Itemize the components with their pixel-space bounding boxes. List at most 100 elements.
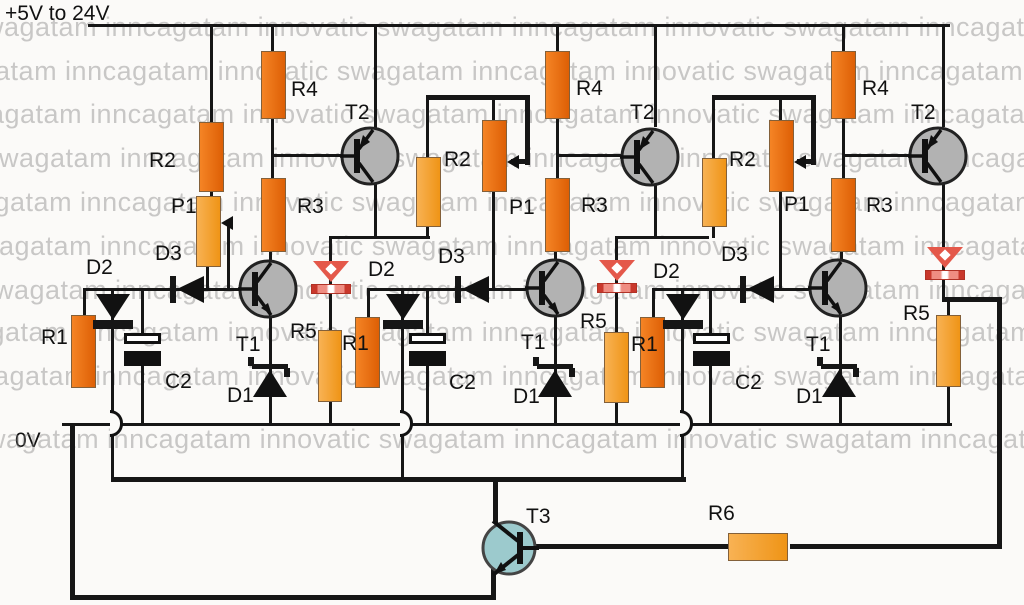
capacitor-C2-plate-bottom bbox=[693, 351, 730, 366]
resistor-R3-stage3 bbox=[831, 178, 856, 252]
wire bbox=[947, 298, 950, 317]
component-label: R4 bbox=[291, 78, 318, 101]
wire bbox=[615, 401, 618, 425]
capacitor-C2-plate-top bbox=[124, 333, 161, 344]
transistor-T2-stage1 bbox=[338, 124, 402, 188]
component-label: T1 bbox=[236, 333, 261, 356]
wire bbox=[329, 236, 430, 239]
wire bbox=[426, 290, 429, 335]
wire bbox=[556, 119, 559, 178]
component-label: P1 bbox=[784, 193, 810, 216]
wire bbox=[210, 190, 213, 198]
component-label: T1 bbox=[806, 333, 831, 356]
component-label: D1 bbox=[796, 385, 823, 408]
capacitor-C2-plate-top bbox=[409, 333, 446, 344]
component-label: D3 bbox=[155, 242, 182, 265]
wire bbox=[141, 290, 144, 335]
wire bbox=[942, 27, 945, 127]
wire bbox=[654, 184, 657, 238]
diode-D1-bar-tick bbox=[533, 357, 539, 366]
wire bbox=[62, 423, 952, 426]
wire bbox=[790, 544, 1000, 549]
component-label: R3 bbox=[866, 194, 893, 217]
component-label: D3 bbox=[721, 243, 748, 266]
component-label: R2 bbox=[149, 149, 176, 172]
wire bbox=[492, 95, 495, 122]
transistor-T2-stage3 bbox=[906, 124, 970, 188]
wire bbox=[511, 159, 527, 164]
transistor-T1-stage3 bbox=[806, 256, 870, 320]
resistor-R2-stage1 bbox=[199, 122, 224, 192]
diode-D3-icon bbox=[177, 276, 204, 303]
resistor-R1-stage2 bbox=[355, 317, 380, 388]
potentiometer-P1-stage2 bbox=[482, 120, 507, 192]
wire bbox=[840, 250, 843, 263]
wire bbox=[779, 95, 782, 122]
wire bbox=[269, 250, 272, 263]
component-label: R2 bbox=[729, 148, 756, 171]
wire bbox=[111, 288, 114, 412]
wire bbox=[554, 250, 557, 263]
led-bar bbox=[597, 283, 637, 293]
component-label: R5 bbox=[903, 302, 930, 325]
component-label: D1 bbox=[513, 385, 540, 408]
component-label: T2 bbox=[630, 101, 655, 124]
diode-D2-icon bbox=[96, 294, 130, 320]
component-label: T3 bbox=[526, 505, 551, 528]
capacitor-C2-plate-top bbox=[693, 333, 730, 344]
wire bbox=[712, 95, 715, 159]
component-label: R5 bbox=[580, 310, 607, 333]
potentiometer-P1-stage1 bbox=[196, 196, 221, 267]
resistor-R1-stage1 bbox=[71, 315, 96, 388]
pot-wiper-icon bbox=[794, 155, 806, 169]
wire bbox=[652, 288, 655, 319]
wire bbox=[111, 436, 114, 480]
component-label: R5 bbox=[290, 320, 317, 343]
resistor-R4-stage3 bbox=[831, 51, 856, 119]
diode-D1-bar-tick bbox=[569, 368, 575, 377]
wire bbox=[681, 436, 684, 480]
resistor-R3-stage2 bbox=[545, 178, 570, 252]
component-label: R2 bbox=[444, 148, 471, 171]
diode-D1-bar-tick bbox=[853, 368, 859, 377]
component-label: R3 bbox=[297, 195, 324, 218]
wire bbox=[709, 364, 712, 425]
component-label: R1 bbox=[631, 333, 658, 356]
wire bbox=[942, 184, 945, 300]
led-bar bbox=[311, 284, 351, 294]
wire bbox=[70, 595, 494, 600]
wire bbox=[525, 95, 530, 165]
wire bbox=[534, 544, 730, 549]
wire bbox=[329, 400, 332, 425]
wire bbox=[492, 190, 495, 290]
wire bbox=[652, 288, 813, 291]
wire bbox=[210, 27, 213, 122]
wire bbox=[615, 236, 709, 239]
wire bbox=[493, 477, 498, 523]
wire bbox=[271, 154, 342, 157]
transistor-T1-stage2 bbox=[523, 256, 587, 320]
diode-D2-bar bbox=[663, 320, 703, 329]
component-label: C2 bbox=[735, 371, 762, 394]
resistor-R5-stage3 bbox=[936, 315, 961, 387]
component-label: R1 bbox=[41, 326, 68, 349]
diode-D1-bar bbox=[537, 364, 573, 369]
wire bbox=[811, 95, 816, 165]
wire bbox=[779, 190, 782, 290]
diode-D1-bar-tick bbox=[817, 357, 823, 366]
wire bbox=[88, 24, 950, 27]
wire bbox=[681, 288, 684, 412]
component-label: D2 bbox=[86, 256, 113, 279]
led-bar bbox=[925, 270, 965, 280]
wire bbox=[374, 27, 377, 128]
ground-rail-label: 0V bbox=[15, 429, 41, 452]
wire bbox=[426, 364, 429, 425]
watermark-text: swagatam inncagatam innovatic swagatam i… bbox=[0, 12, 1024, 42]
transistor-T3 bbox=[477, 516, 541, 580]
capacitor-C2-plate-bottom bbox=[124, 351, 161, 366]
component-label: D2 bbox=[368, 258, 395, 281]
diode-D1-icon bbox=[822, 370, 856, 397]
diode-D2-icon bbox=[386, 294, 420, 320]
pot-wiper-icon bbox=[221, 216, 233, 230]
wire bbox=[367, 288, 370, 319]
